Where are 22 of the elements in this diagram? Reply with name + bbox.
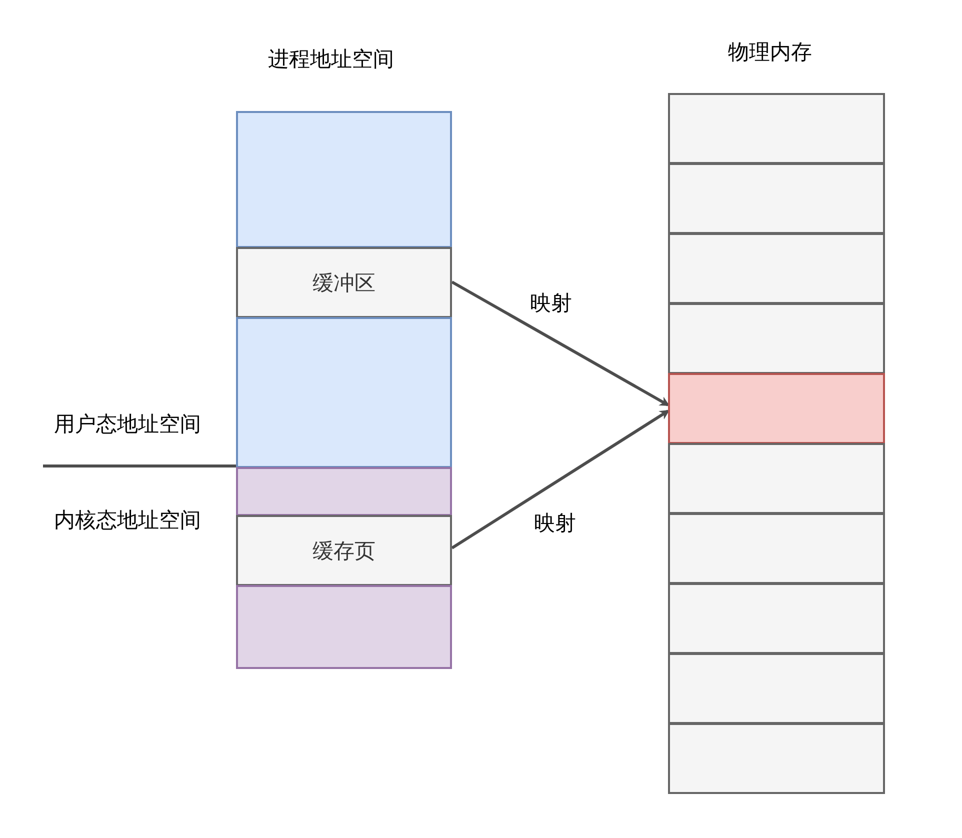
- memory-cell: [668, 653, 885, 724]
- memory-cell: [236, 111, 452, 248]
- memory-cell: [668, 373, 885, 444]
- memory-cell: [668, 93, 885, 164]
- region-label: 用户态地址空间: [54, 411, 201, 438]
- memory-cell: [668, 723, 885, 794]
- memory-cell: [668, 583, 885, 654]
- memory-cell: [236, 317, 452, 468]
- column-heading: 物理内存: [728, 39, 812, 66]
- arrow: [451, 280, 670, 406]
- memory-cell: [668, 443, 885, 514]
- memory-cell: [668, 303, 885, 374]
- arrow: [451, 410, 670, 550]
- memory-cell: [668, 233, 885, 304]
- memory-block: 缓存页: [236, 515, 452, 586]
- memory-block: 缓冲区: [236, 247, 452, 318]
- memory-cell: [668, 513, 885, 584]
- memory-cell: [668, 163, 885, 234]
- region-label: 内核态地址空间: [54, 507, 201, 534]
- column-heading: 进程地址空间: [268, 46, 394, 73]
- memory-cell: [236, 467, 452, 516]
- memory-cell: [236, 585, 452, 669]
